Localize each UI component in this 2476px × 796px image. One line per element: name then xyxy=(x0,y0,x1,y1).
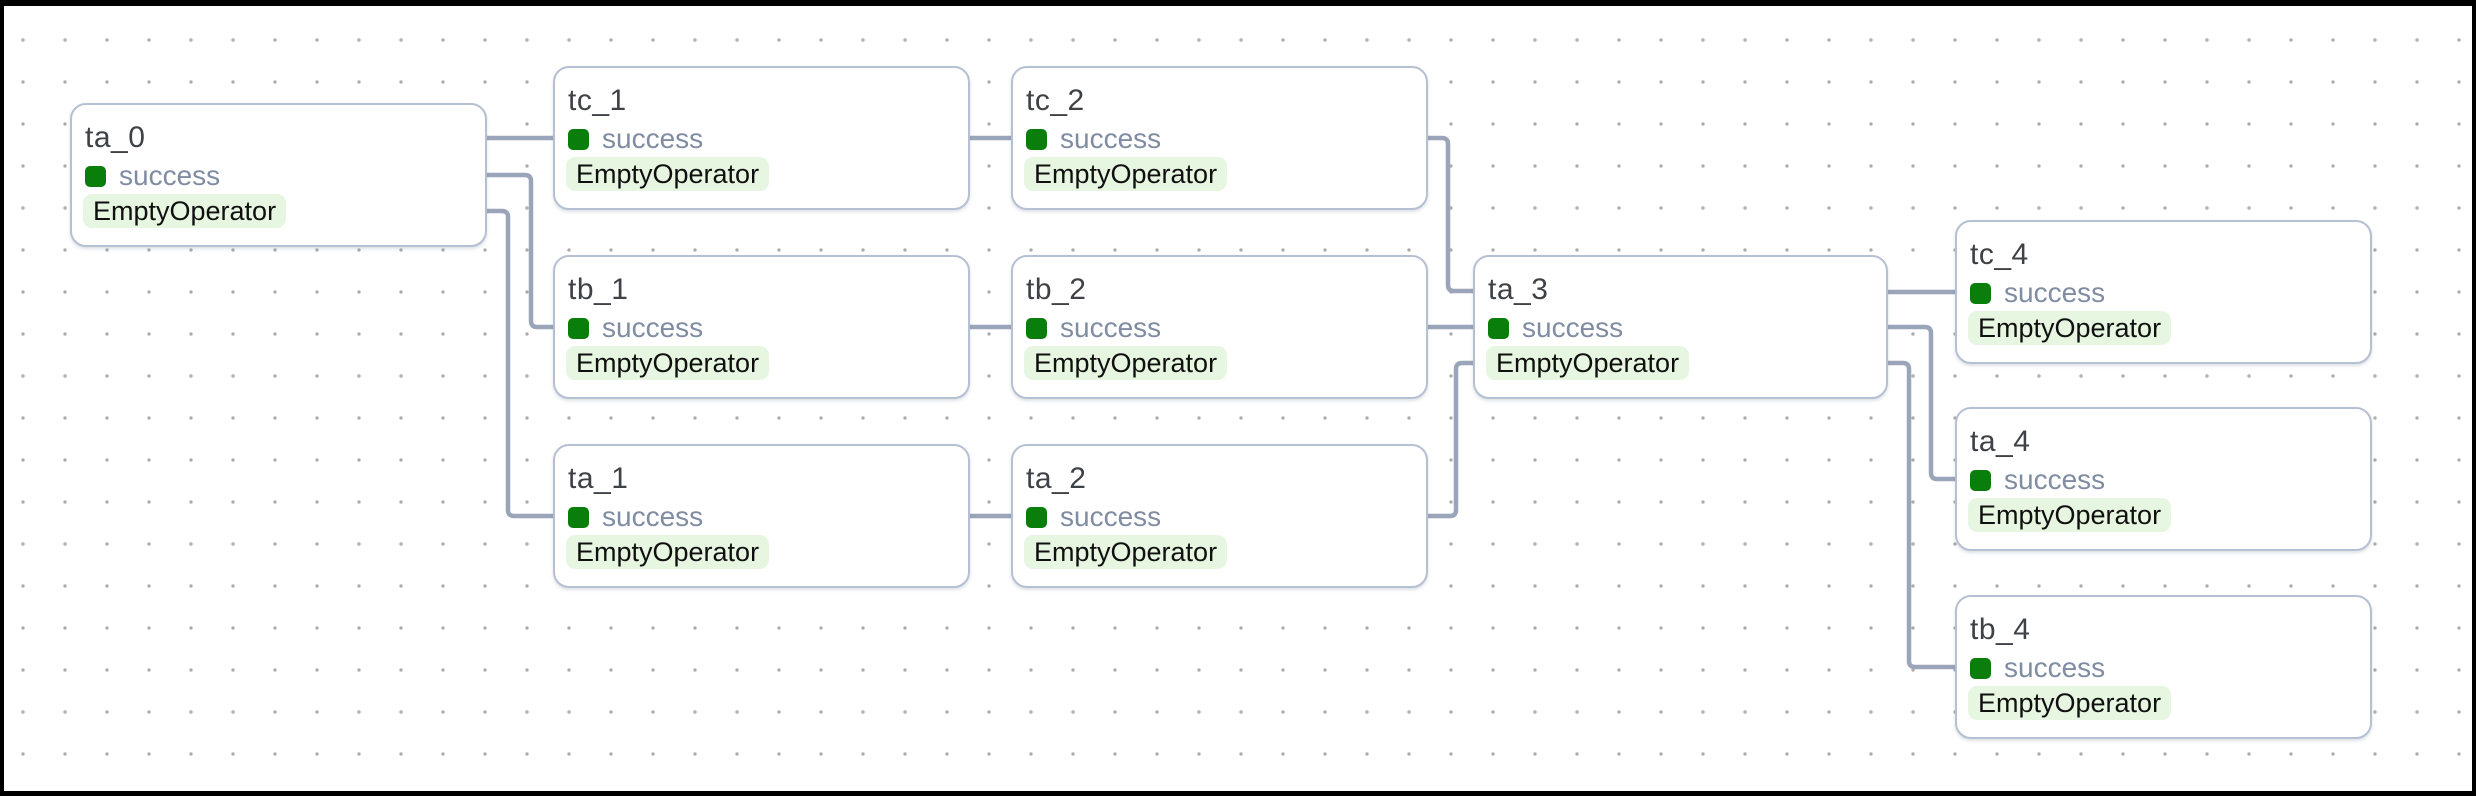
task-title: tc_2 xyxy=(1026,84,1085,117)
success-status-icon xyxy=(1026,128,1047,150)
task-status-row: success xyxy=(1970,464,2106,495)
success-status-icon xyxy=(85,165,106,187)
success-status-icon xyxy=(1970,657,1991,679)
task-title: tb_4 xyxy=(1970,613,2031,646)
task-status-row: success xyxy=(568,312,704,343)
task-status-row: success xyxy=(1026,123,1162,154)
edge-ta_2-to-ta_3 xyxy=(1428,360,1473,519)
task-status-label: success xyxy=(119,160,221,191)
task-status-row: success xyxy=(1970,277,2106,308)
task-node-ta_1[interactable]: ta_1 success EmptyOperator xyxy=(553,444,970,588)
operator-badge: EmptyOperator xyxy=(1024,535,1228,569)
task-status-row: success xyxy=(1026,501,1162,532)
operator-badge: EmptyOperator xyxy=(566,346,770,380)
task-node-tb_2[interactable]: tb_2 success EmptyOperator xyxy=(1011,255,1428,399)
success-status-icon xyxy=(1026,506,1047,528)
task-status-row: success xyxy=(1488,312,1624,343)
task-title: tb_1 xyxy=(568,273,629,306)
task-node-ta_4[interactable]: ta_4 success EmptyOperator xyxy=(1955,407,2372,551)
operator-badge: EmptyOperator xyxy=(566,157,770,191)
task-status-label: success xyxy=(2004,464,2106,495)
task-status-label: success xyxy=(2004,277,2106,308)
edge-tc_2-to-ta_3 xyxy=(1428,135,1473,294)
task-status-row: success xyxy=(568,123,704,154)
task-node-tc_2[interactable]: tc_2 success EmptyOperator xyxy=(1011,66,1428,210)
task-status-label: success xyxy=(1060,501,1162,532)
task-status-row: success xyxy=(568,501,704,532)
task-status-label: success xyxy=(1522,312,1624,343)
task-status-row: success xyxy=(85,160,221,191)
task-title: tc_4 xyxy=(1970,238,2029,271)
task-title: ta_4 xyxy=(1970,425,2031,458)
task-node-tc_4[interactable]: tc_4 success EmptyOperator xyxy=(1955,220,2372,364)
task-node-tb_1[interactable]: tb_1 success EmptyOperator xyxy=(553,255,970,399)
operator-badge: EmptyOperator xyxy=(1968,311,2172,345)
success-status-icon xyxy=(568,128,589,150)
operator-badge: EmptyOperator xyxy=(1486,346,1690,380)
edge-ta_3-to-tb_4 xyxy=(1888,360,1955,670)
operator-badge: EmptyOperator xyxy=(1968,686,2172,720)
success-status-icon xyxy=(1026,317,1047,339)
task-status-label: success xyxy=(2004,652,2106,683)
task-title: tb_2 xyxy=(1026,273,1087,306)
operator-badge: EmptyOperator xyxy=(1968,498,2172,532)
task-title: ta_1 xyxy=(568,462,629,495)
operator-badge: EmptyOperator xyxy=(1024,157,1228,191)
success-status-icon xyxy=(1970,282,1991,304)
operator-badge: EmptyOperator xyxy=(1024,346,1228,380)
task-status-label: success xyxy=(602,123,704,154)
task-status-label: success xyxy=(1060,123,1162,154)
success-status-icon xyxy=(1488,317,1509,339)
success-status-icon xyxy=(1970,469,1991,491)
success-status-icon xyxy=(568,506,589,528)
task-status-label: success xyxy=(1060,312,1162,343)
task-status-row: success xyxy=(1026,312,1162,343)
task-node-ta_3[interactable]: ta_3 success EmptyOperator xyxy=(1473,255,1888,399)
edge-ta_3-to-ta_4 xyxy=(1888,324,1955,482)
task-node-ta_2[interactable]: ta_2 success EmptyOperator xyxy=(1011,444,1428,588)
task-title: ta_2 xyxy=(1026,462,1087,495)
task-node-ta_0[interactable]: ta_0 success EmptyOperator xyxy=(70,103,487,247)
task-title: tc_1 xyxy=(568,84,627,117)
edge-ta_0-to-ta_1 xyxy=(487,208,553,519)
task-title: ta_3 xyxy=(1488,273,1549,306)
success-status-icon xyxy=(568,317,589,339)
task-status-label: success xyxy=(602,312,704,343)
task-status-row: success xyxy=(1970,652,2106,683)
task-node-tc_1[interactable]: tc_1 success EmptyOperator xyxy=(553,66,970,210)
operator-badge: EmptyOperator xyxy=(566,535,770,569)
task-status-label: success xyxy=(602,501,704,532)
operator-badge: EmptyOperator xyxy=(83,194,287,228)
edge-ta_0-to-tb_1 xyxy=(487,172,553,330)
task-title: ta_0 xyxy=(85,121,146,154)
task-node-tb_4[interactable]: tb_4 success EmptyOperator xyxy=(1955,595,2372,739)
